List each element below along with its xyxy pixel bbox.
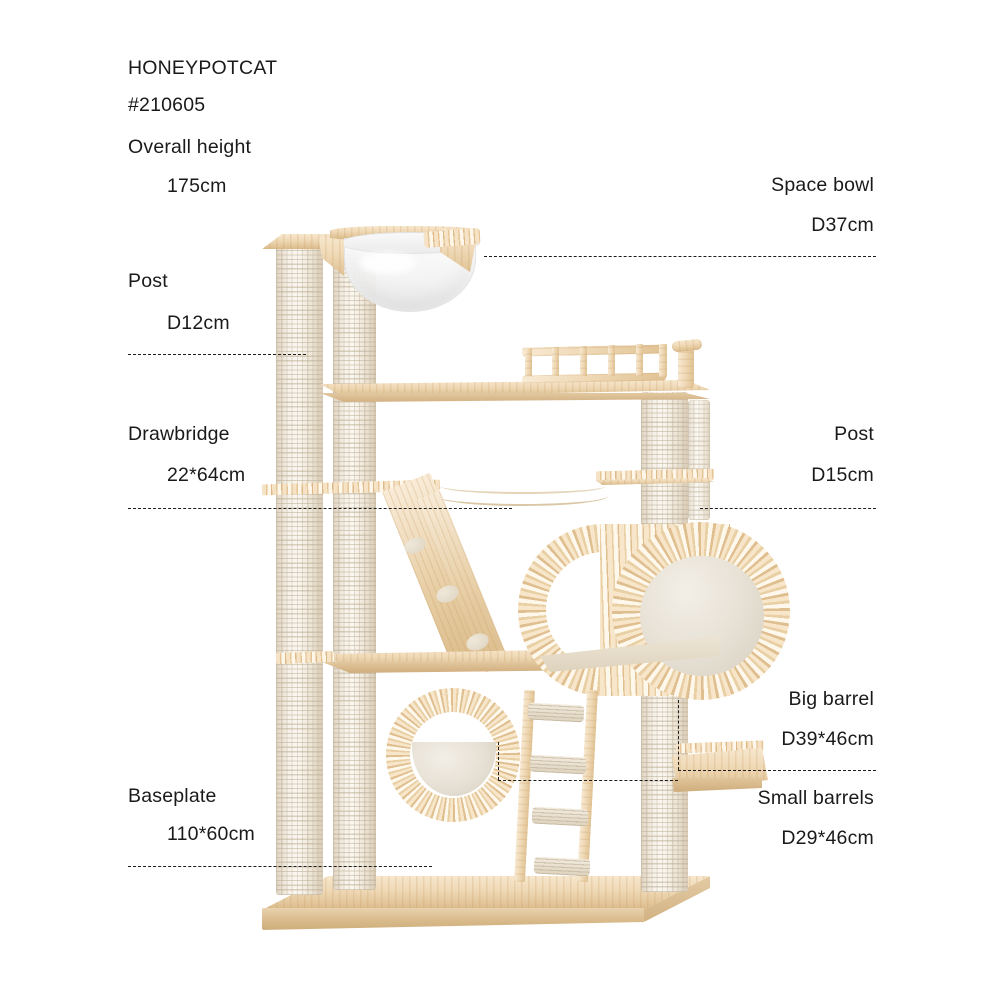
annotation-space-bowl-value: D37cm xyxy=(811,214,874,236)
ladder-rung xyxy=(531,806,589,827)
baseplate-edge xyxy=(262,908,644,930)
annotation-baseplate-label: Baseplate xyxy=(128,785,217,807)
annotation-post-small-value: D12cm xyxy=(167,312,230,334)
mid-platform-slat-edge xyxy=(275,650,335,665)
drawbridge-shelf-right-plank xyxy=(596,478,714,485)
post-back-left xyxy=(333,250,376,890)
annotation-big-barrel-label: Big barrel xyxy=(788,688,874,710)
brand-title: HONEYPOTCAT xyxy=(128,57,278,79)
leader-line-small-barrel-vertical xyxy=(498,742,499,780)
leader-line-post-small xyxy=(128,354,306,355)
railing-newel-cap xyxy=(671,338,703,353)
annotation-big-barrel-value: D39*46cm xyxy=(781,728,874,750)
annotation-drawbridge-label: Drawbridge xyxy=(128,423,230,445)
mid-platform-edge xyxy=(322,662,690,673)
railing-baluster xyxy=(636,344,643,376)
leader-line-small-barrel xyxy=(498,780,678,781)
leader-line-big-barrel-vertical xyxy=(678,700,679,770)
space-bowl-highlight xyxy=(360,252,416,274)
side-shelf-edge xyxy=(672,778,762,792)
drawbridge-rope-back xyxy=(440,478,606,494)
ladder-rung xyxy=(533,856,591,877)
annotation-drawbridge-value: 22*64cm xyxy=(167,464,246,486)
ladder-rung xyxy=(529,754,587,775)
model-number: #210605 xyxy=(128,94,206,116)
leader-line-baseplate xyxy=(128,866,432,867)
leader-line-big-barrel xyxy=(678,770,876,771)
leader-line-post-large xyxy=(700,508,876,509)
post-right-rear xyxy=(688,400,710,520)
overall-height-value: 175cm xyxy=(167,175,227,197)
drawbridge-rope-front xyxy=(436,486,608,506)
railing-baluster xyxy=(659,344,667,377)
railing-baluster xyxy=(525,348,532,376)
ladder-rung xyxy=(527,702,585,723)
annotation-post-small-label: Post xyxy=(128,270,168,292)
leader-line-drawbridge xyxy=(128,508,512,509)
railing-baluster xyxy=(552,347,559,376)
railing-baluster xyxy=(608,345,615,376)
annotation-space-bowl-label: Space bowl xyxy=(771,174,874,196)
annotation-small-barrels-label: Small barrels xyxy=(757,787,874,809)
annotation-post-large-value: D15cm xyxy=(811,464,874,486)
railing-newel-post xyxy=(678,344,694,388)
railing-top-bar xyxy=(521,344,667,357)
overall-height-label: Overall height xyxy=(128,136,252,158)
leader-line-space-bowl xyxy=(484,256,876,257)
annotation-baseplate-value: 110*60cm xyxy=(167,823,255,845)
annotation-small-barrels-value: D29*46cm xyxy=(781,827,874,849)
railing-platform-edge xyxy=(320,393,710,402)
post-front-left xyxy=(276,240,323,895)
annotation-post-large-label: Post xyxy=(834,423,874,445)
railing-baluster xyxy=(580,346,587,376)
